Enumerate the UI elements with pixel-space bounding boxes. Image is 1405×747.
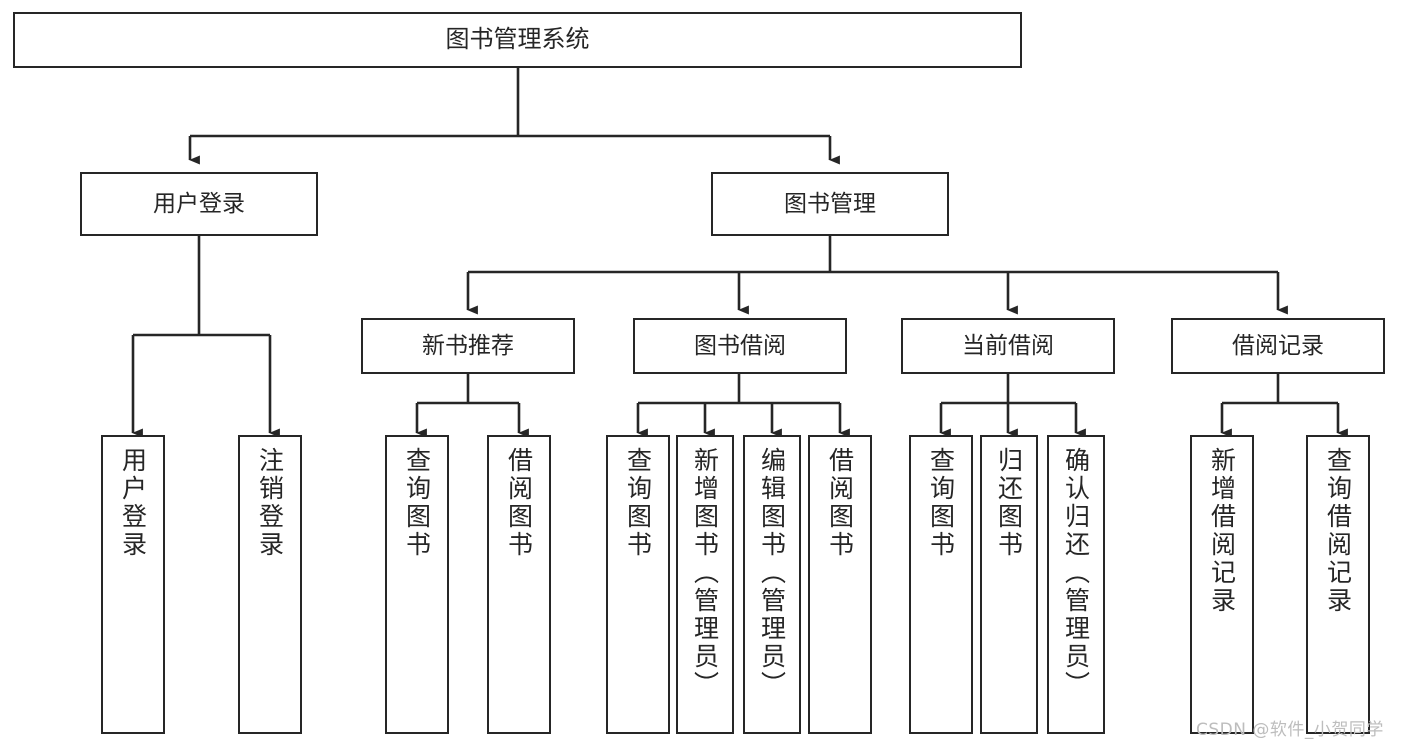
node-label: 图书借阅: [694, 332, 786, 359]
node-root-system[interactable]: 图书管理系统: [13, 12, 1022, 68]
leaf-borrow-query-book[interactable]: 查询图书: [606, 435, 670, 734]
node-label: 确认归还（管理员）: [1061, 447, 1091, 699]
node-label: 查询借阅记录: [1323, 447, 1353, 615]
node-label: 图书管理系统: [445, 25, 590, 54]
node-label: 用户登录: [153, 190, 245, 217]
leaf-current-query-book[interactable]: 查询图书: [909, 435, 973, 734]
leaf-user-login-signin[interactable]: 用户登录: [101, 435, 165, 734]
node-label: 借阅图书: [825, 447, 855, 559]
leaf-record-query-record[interactable]: 查询借阅记录: [1306, 435, 1370, 734]
node-book-management[interactable]: 图书管理: [711, 172, 949, 236]
node-label: 注销登录: [255, 447, 285, 559]
node-label: 当前借阅: [962, 332, 1054, 359]
leaf-borrow-borrow-book[interactable]: 借阅图书: [808, 435, 872, 734]
node-label: 图书管理: [784, 190, 876, 217]
leaf-borrow-edit-book-admin[interactable]: 编辑图书（管理员）: [743, 435, 801, 734]
node-label: 查询图书: [623, 447, 653, 559]
node-label: 归还图书: [994, 447, 1024, 559]
leaf-borrow-add-book-admin[interactable]: 新增图书（管理员）: [676, 435, 734, 734]
leaf-newbook-query-book[interactable]: 查询图书: [385, 435, 449, 734]
node-label: 借阅记录: [1232, 332, 1324, 359]
node-book-borrow[interactable]: 图书借阅: [633, 318, 847, 374]
csdn-watermark: CSDN @软件_小贺同学: [1196, 720, 1384, 740]
node-label: 新书推荐: [422, 332, 514, 359]
node-label: 借阅图书: [504, 447, 534, 559]
leaf-newbook-borrow-book[interactable]: 借阅图书: [487, 435, 551, 734]
leaf-current-return-book[interactable]: 归还图书: [980, 435, 1038, 734]
node-label: 新增图书（管理员）: [690, 447, 720, 699]
node-label: 查询图书: [926, 447, 956, 559]
node-user-login[interactable]: 用户登录: [80, 172, 318, 236]
leaf-user-login-signout[interactable]: 注销登录: [238, 435, 302, 734]
node-borrow-record[interactable]: 借阅记录: [1171, 318, 1385, 374]
node-current-borrow[interactable]: 当前借阅: [901, 318, 1115, 374]
node-new-book-recommend[interactable]: 新书推荐: [361, 318, 575, 374]
leaf-current-confirm-return-admin[interactable]: 确认归还（管理员）: [1047, 435, 1105, 734]
node-label: 新增借阅记录: [1207, 447, 1237, 615]
node-label: 查询图书: [402, 447, 432, 559]
node-label: 用户登录: [118, 447, 148, 559]
node-label: 编辑图书（管理员）: [757, 447, 787, 699]
leaf-record-add-record[interactable]: 新增借阅记录: [1190, 435, 1254, 734]
